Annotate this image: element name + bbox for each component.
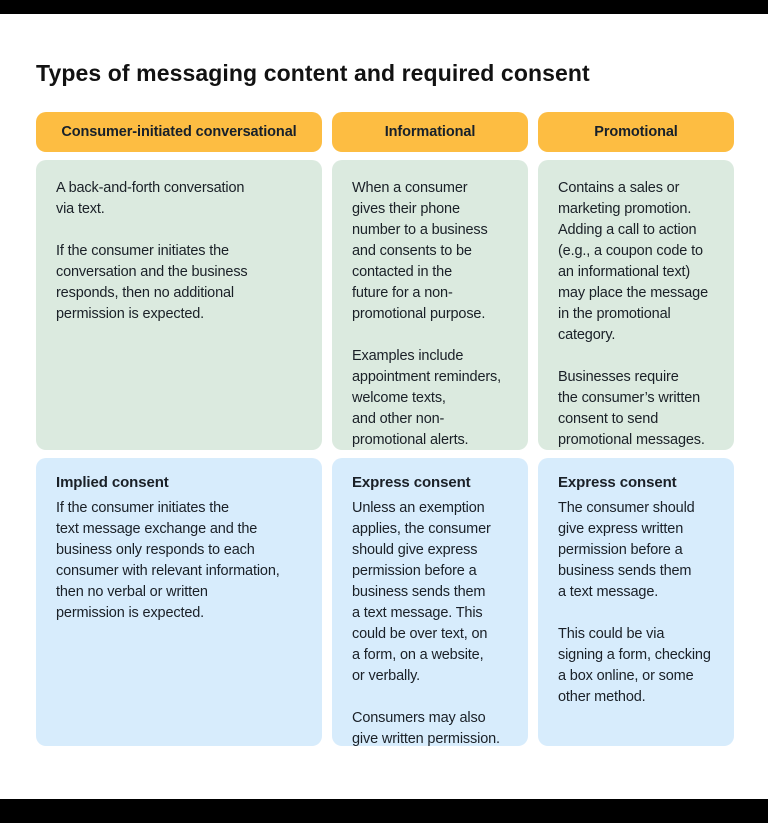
description-paragraph: If the consumer initiates the conversati… [56,243,248,322]
column-header-label: Consumer-initiated conversational [61,124,297,140]
consent-type-label: Express consent [558,474,677,491]
consent-comparison-table: Consumer-initiated conversational Inform… [36,112,734,747]
description-paragraph: When a consumer gives their phone number… [352,180,488,322]
consent-paragraph: Unless an exemption applies, the consume… [352,500,491,684]
consent-type-label: Implied consent [56,474,169,491]
consent-paragraph: If the consumer initiates the text messa… [56,500,280,621]
description-paragraph: Contains a sales or marketing promotion.… [558,180,708,343]
description-paragraph: Examples include appointment reminders, … [352,348,502,448]
description-cell-informational: When a consumer gives their phone number… [332,160,528,450]
bottom-black-bar [0,799,768,823]
description-cell-consumer-initiated: A back-and-forth conversation via text. … [36,160,322,450]
column-header-label: Informational [384,124,476,140]
column-header-label: Promotional [594,124,678,140]
column-header-consumer-initiated: Consumer-initiated conversational [36,112,322,152]
column-header-informational: Informational [332,112,528,152]
consent-type-label: Express consent [352,474,471,491]
description-paragraph: A back-and-forth conversation via text. [56,180,245,217]
consent-paragraph: The consumer should give express written… [558,500,695,600]
consent-cell-promotional: Express consent The consumer should give… [538,458,734,746]
consent-paragraph: Consumers may also give written permissi… [352,710,500,747]
consent-cell-informational: Express consent Unless an exemption appl… [332,458,528,747]
top-black-bar [0,0,768,14]
messaging-consent-infographic: Types of messaging content and required … [36,14,734,747]
description-paragraph: Businesses require the consumer’s writte… [558,369,705,448]
column-header-promotional: Promotional [538,112,734,152]
description-cell-promotional: Contains a sales or marketing promotion.… [538,160,734,450]
page-title: Types of messaging content and required … [36,60,590,86]
consent-cell-consumer-initiated: Implied consent If the consumer initiate… [36,458,322,746]
consent-paragraph: This could be via signing a form, checki… [558,626,711,705]
